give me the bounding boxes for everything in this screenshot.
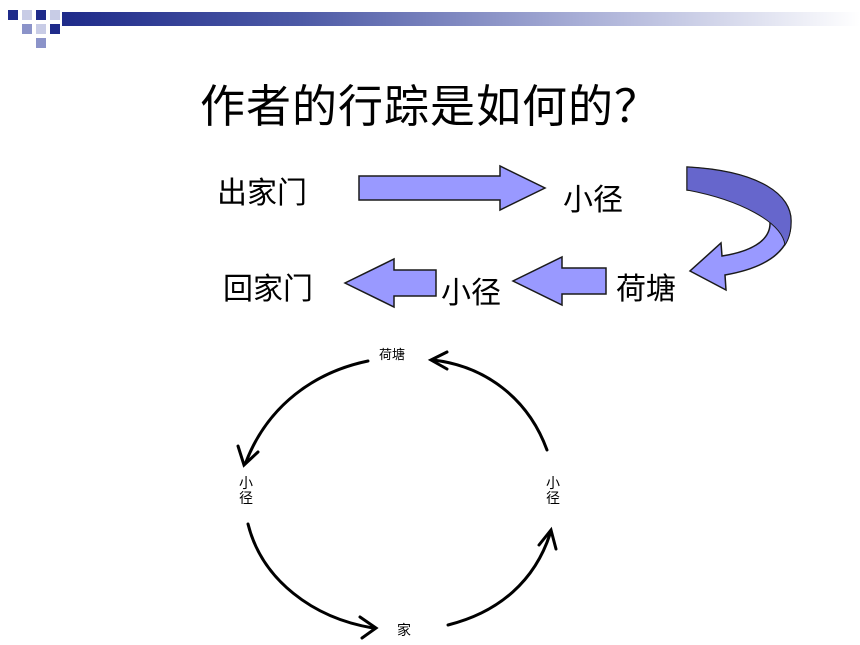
cycle-left-label: 小 径 [238,477,254,507]
flow-end-label: 回家门 [223,272,313,307]
header-square [50,10,60,20]
flow-path1-label: 小径 [563,183,623,218]
cycle-right-label: 小 径 [545,477,561,507]
cycle-arrowhead [537,526,558,551]
flow-pond-label: 荷塘 [616,272,676,307]
header-decoration [0,0,860,50]
cycle-arrowhead [358,615,379,640]
cycle-arrowhead [236,444,260,468]
flow-start-label: 出家门 [217,176,307,211]
arrow-right [358,164,547,212]
header-square [36,24,46,34]
header-square [22,24,32,34]
cycle-left-char-2: 径 [239,491,253,507]
cycle-top-label: 荷塘 [379,348,406,363]
cycle-arc-top-left [244,359,370,464]
header-square [36,38,46,48]
cycle-left-char-1: 小 [239,476,253,492]
cycle-arc-bottom-right [446,532,552,627]
flow-path2-label: 小径 [441,276,501,311]
cycle-bottom-label: 家 [397,623,411,639]
arrow-left-1 [511,255,607,307]
header-square [22,10,32,20]
header-square [8,10,18,20]
header-gradient-bar [62,12,860,26]
cycle-arrowhead [427,350,449,371]
cycle-arc-bottom-left [246,522,375,630]
arrow-curved-shade [686,166,792,247]
header-square [36,10,46,20]
header-square [50,24,60,34]
cycle-right-char-2: 径 [546,491,560,507]
slide-title: 作者的行踪是如何的？ [199,80,660,133]
arrow-left-2 [343,257,437,309]
cycle-arc-top-right [431,358,549,452]
cycle-right-char-1: 小 [546,476,560,492]
